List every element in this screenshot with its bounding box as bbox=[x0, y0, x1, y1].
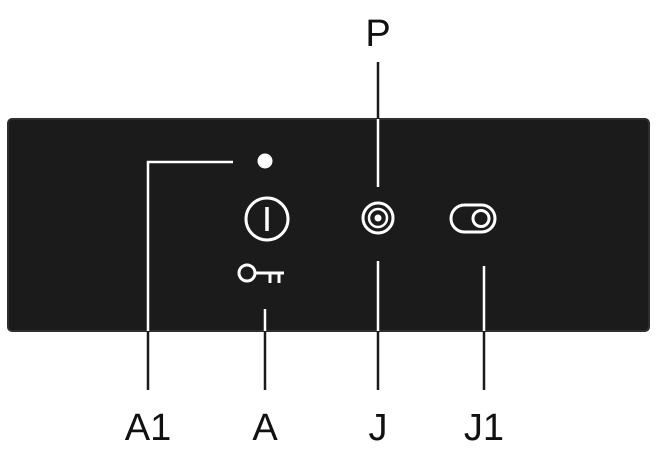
control-panel bbox=[7, 118, 650, 332]
callout-label-a: A bbox=[252, 407, 278, 449]
program-knob-icon[interactable] bbox=[361, 201, 395, 235]
toggle-switch-icon[interactable] bbox=[449, 203, 497, 234]
callout-label-j1: J1 bbox=[464, 407, 504, 449]
key-lock-icon bbox=[237, 263, 284, 283]
callout-label-a1: A1 bbox=[125, 407, 171, 449]
callout-label-j: J bbox=[369, 407, 388, 449]
callout-label-p: P bbox=[365, 13, 390, 55]
indicator-light-icon bbox=[257, 153, 273, 169]
power-icon[interactable] bbox=[244, 196, 290, 242]
leader-line-a1-inner bbox=[146, 160, 233, 331]
